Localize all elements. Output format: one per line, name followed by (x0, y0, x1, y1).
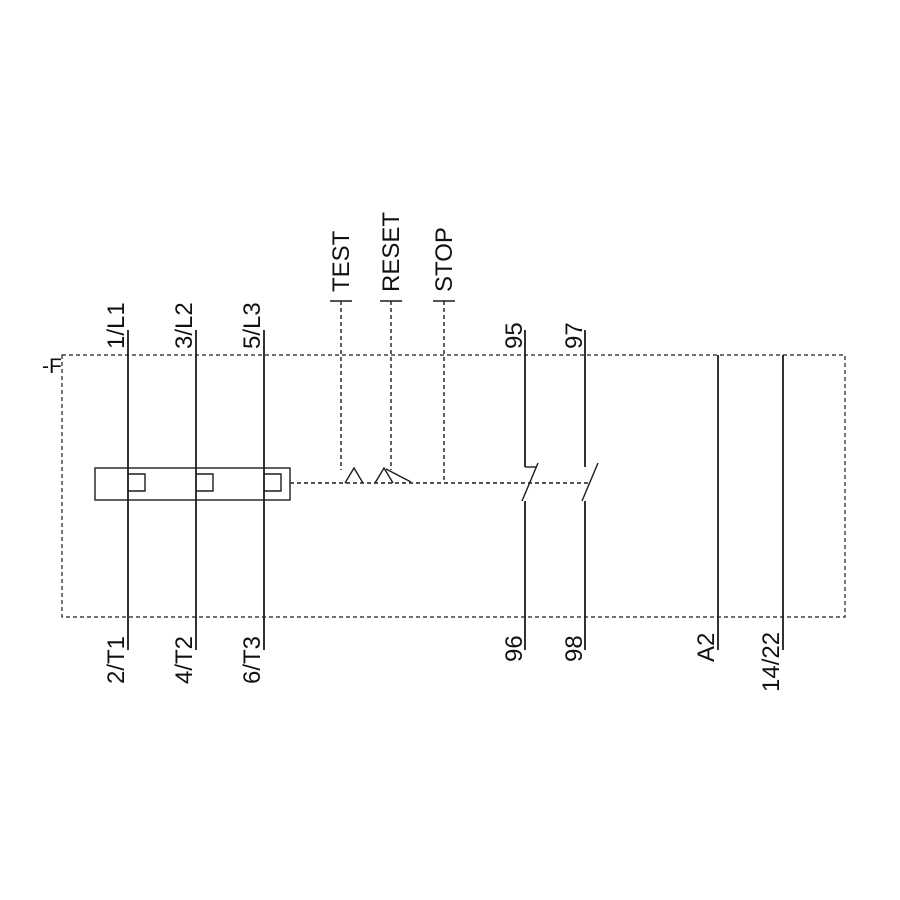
heater-block-outline (94, 467, 291, 501)
terminal-14-22-group: 14/22 (758, 355, 785, 692)
terminal-label-95: 95 (501, 322, 528, 349)
reset-actuator-group: RESET (378, 212, 405, 470)
terminal-A2-group: A2 (693, 355, 720, 662)
terminal-label-6T3: 6/T3 (239, 636, 266, 684)
reset-label: RESET (378, 212, 405, 292)
main-pole-1: 1/L1 2/T1 (103, 302, 146, 684)
terminal-label-5L3: 5/L3 (239, 302, 266, 349)
main-pole-3: 5/L3 6/T3 (239, 302, 282, 684)
terminal-label-2T1: 2/T1 (103, 636, 130, 684)
enclosure-dashed-border (61, 354, 846, 618)
heater-element-icon-3 (264, 473, 282, 492)
terminal-label-97: 97 (561, 322, 588, 349)
main-pole-2: 3/L2 4/T2 (171, 302, 214, 684)
heater-element-icon-1 (128, 473, 146, 492)
terminal-label-96: 96 (501, 635, 528, 662)
test-label: TEST (328, 230, 355, 292)
reset-trip-lever-icon (374, 466, 394, 484)
terminal-label-1L1: 1/L1 (103, 302, 130, 349)
device-designator-label: -F (42, 355, 62, 378)
terminal-label-3L2: 3/L2 (171, 302, 198, 349)
no-contact-moving-arm (581, 462, 599, 502)
terminal-label-98: 98 (561, 635, 588, 662)
terminal-label-14-22: 14/22 (758, 632, 785, 692)
nc-contact-95-96: 95 96 (501, 322, 539, 662)
stop-label: STOP (431, 227, 458, 292)
trip-mechanism (290, 466, 591, 484)
test-trip-lever-icon (344, 466, 364, 484)
mechanism-lever-arm (385, 468, 412, 483)
no-contact-97-98: 97 98 (561, 322, 599, 662)
terminal-label-4T2: 4/T2 (171, 636, 198, 684)
stop-actuator-group: STOP (431, 227, 458, 483)
heater-element-icon-2 (196, 473, 214, 492)
nc-contact-moving-arm (521, 462, 539, 502)
terminal-label-A2: A2 (693, 633, 720, 662)
test-actuator-group: TEST (328, 230, 355, 470)
